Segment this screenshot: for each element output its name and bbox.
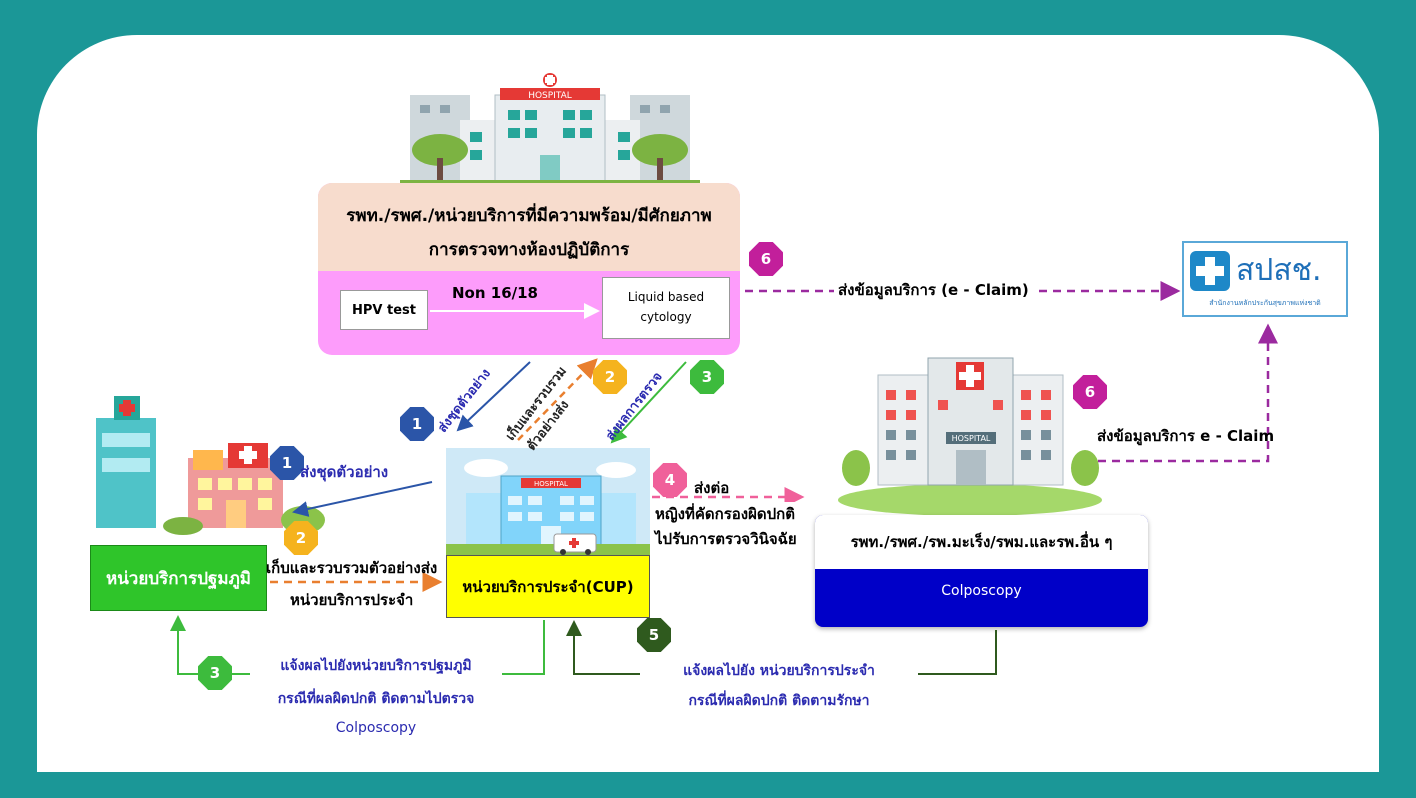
lbc-box bbox=[602, 277, 730, 339]
non-16-18-label: Non 16/18 bbox=[452, 284, 538, 302]
collect-left-label-2: หน่วยบริการประจำ bbox=[290, 591, 414, 609]
lab-hospital-sign: HOSPITAL bbox=[528, 91, 572, 101]
nhso-logo-subtext: สำนักงานหลักประกันสุขภาพแห่งชาติ bbox=[1209, 299, 1321, 307]
primary-care-box: หน่วยบริการปฐมภูมิ bbox=[90, 545, 267, 611]
step-3-badge: 3 bbox=[690, 360, 724, 394]
referral-title: รพท./รพศ./รพ.มะเร็ง/รพม.และรพ.อื่น ๆ bbox=[850, 533, 1113, 551]
primary-care-label: หน่วยบริการปฐมภูมิ bbox=[105, 568, 251, 589]
primary-hospital-illustration bbox=[96, 396, 325, 535]
text-gap-2 bbox=[640, 662, 918, 686]
text-gap-1 bbox=[250, 662, 502, 686]
step-6-badge: 6 bbox=[749, 242, 783, 276]
notify-primary-label-3: Colposcopy bbox=[335, 720, 417, 736]
refer-label-2: หญิงที่คัดกรองผิดปกติ bbox=[655, 502, 796, 526]
send-kit-left-label: ส่งชุดตัวอย่าง bbox=[300, 463, 389, 481]
step-5-badge: 5 bbox=[637, 618, 671, 652]
lab-title-line2: การตรวจทางห้องปฏิบัติการ bbox=[428, 240, 630, 260]
collect-left-label-1: เก็บและรวบรวมตัวอย่างส่ง bbox=[266, 559, 438, 577]
notify-primary-label-2: กรณีที่ผลผิดปกติ ติดตามไปตรวจ bbox=[277, 691, 475, 707]
eclaim-top-label: ส่งข้อมูลบริการ (e - Claim) bbox=[834, 278, 1033, 302]
cup-label: หน่วยบริการประจำ(CUP) bbox=[462, 577, 634, 596]
lbc-line1: Liquid based bbox=[627, 290, 705, 304]
hpv-test-box: HPV test bbox=[340, 290, 428, 330]
referral-hospital-sign: HOSPITAL bbox=[952, 434, 991, 443]
hpv-test-label: HPV test bbox=[352, 302, 416, 318]
step-2-left-badge: 2 bbox=[284, 521, 318, 555]
lbc-line2: cytology bbox=[640, 310, 692, 324]
step-4-badge: 4 bbox=[653, 463, 687, 497]
referral-hospital-illustration: HOSPITAL bbox=[838, 357, 1102, 515]
cup-hospital-sign: HOSPITAL bbox=[534, 480, 568, 488]
step-6-right-badge: 6 bbox=[1073, 375, 1107, 409]
lab-title-line1: รพท./รพศ./หน่วยบริการที่มีความพร้อม/มีศั… bbox=[346, 206, 712, 226]
step-1-left-badge: 1 bbox=[270, 446, 304, 480]
step-1-badge: 1 bbox=[400, 407, 434, 441]
refer-label-3: ไปรับการตรวจวินิจฉัย bbox=[655, 530, 797, 548]
lab-hospital-illustration: HOSPITAL bbox=[400, 73, 700, 185]
refer-label-1: ส่งต่อ bbox=[694, 479, 730, 497]
nhso-logo-text: สปสช. bbox=[1236, 253, 1322, 288]
cup-box: หน่วยบริการประจำ(CUP) bbox=[446, 555, 650, 618]
nhso-cross-icon bbox=[1190, 251, 1230, 291]
notify-cup-label-1: แจ้งผลไปยัง หน่วยบริการประจำ bbox=[683, 663, 875, 679]
referral-header bbox=[815, 515, 1148, 569]
send-kit-diag-label: ส่งชุดตัวอย่าง bbox=[435, 366, 494, 436]
step-3-bottom-badge: 3 bbox=[198, 656, 232, 690]
cup-hospital-illustration: HOSPITAL bbox=[446, 448, 650, 556]
notify-primary-label-1: แจ้งผลไปยังหน่วยบริการปฐมภูมิ bbox=[280, 658, 472, 674]
colposcopy-label: Colposcopy bbox=[941, 583, 1022, 599]
lab-header bbox=[318, 183, 740, 271]
referral-box bbox=[815, 515, 1148, 627]
eclaim-right-label: ส่งข้อมูลบริการ e - Claim bbox=[1097, 427, 1275, 445]
step-2-badge: 2 bbox=[593, 360, 627, 394]
notify-cup-label-2: กรณีที่ผลผิดปกติ ติดตามรักษา bbox=[688, 693, 870, 709]
